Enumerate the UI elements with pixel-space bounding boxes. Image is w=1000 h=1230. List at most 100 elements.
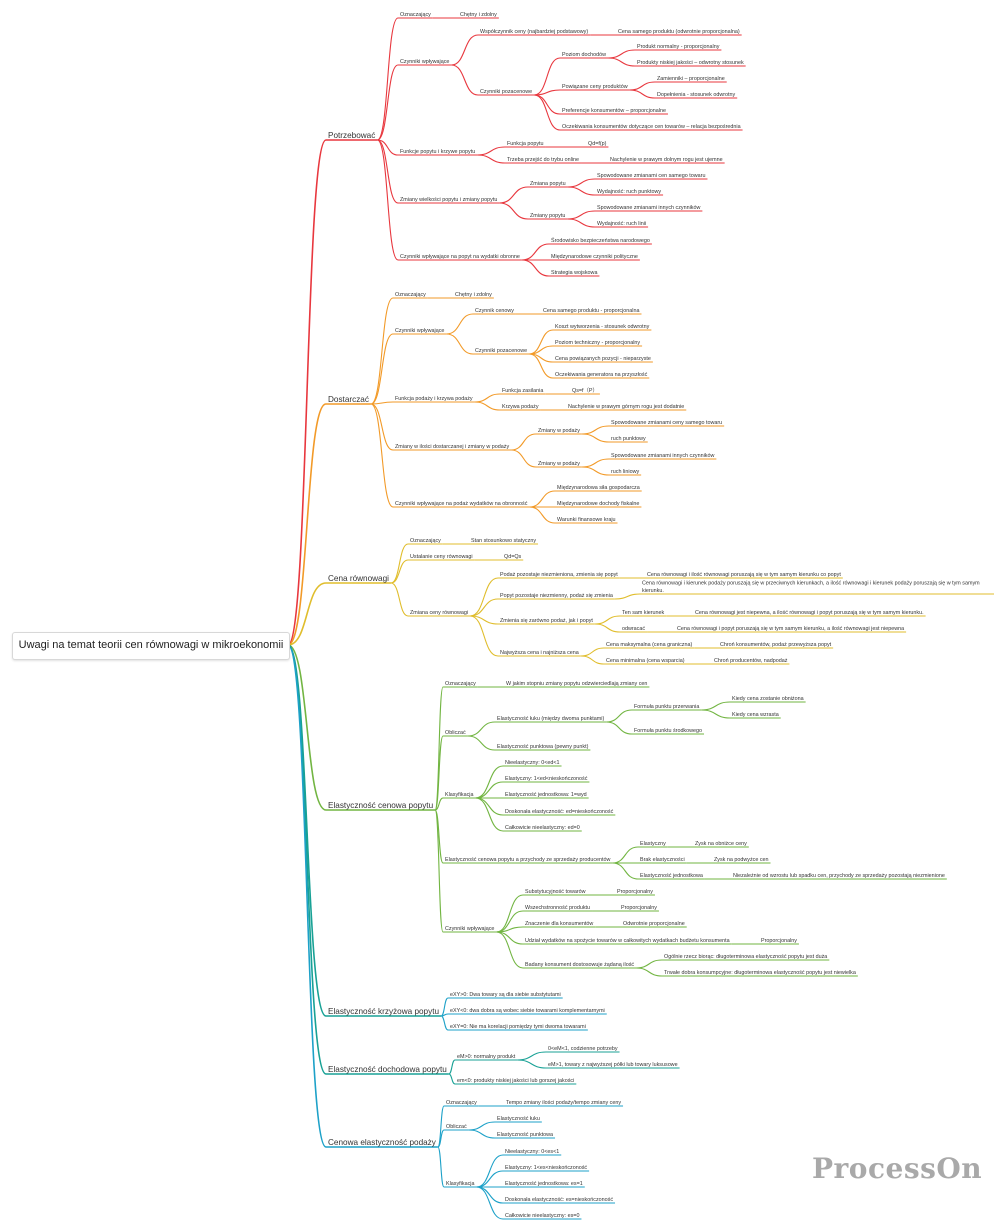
topic-d3[interactable]: Funkcja podaży i krzywa podaży bbox=[395, 396, 473, 402]
topic-c3c1[interactable]: Ten sam kierunek bbox=[622, 610, 665, 616]
topic-x1[interactable]: eXY>0: Dwa towary są dla siebie substytu… bbox=[450, 992, 561, 998]
topic-p3a[interactable]: Funkcja popytu bbox=[507, 141, 544, 147]
topic-e1a[interactable]: W jakim stopniu zmiany popytu odzwiercie… bbox=[506, 681, 647, 687]
topic-p5a[interactable]: Środowisko bezpieczeństwa narodowego bbox=[551, 236, 650, 244]
topic-d4[interactable]: Zmiany w ilości dostarczanej i zmiany w … bbox=[395, 444, 509, 450]
topic-p2b[interactable]: Czynniki pozacenowe bbox=[480, 89, 532, 95]
topic-d4a[interactable]: Zmiany w podaży bbox=[538, 428, 580, 434]
topic-e2[interactable]: Obliczać bbox=[445, 730, 466, 736]
topic-d1[interactable]: Oznaczający bbox=[395, 292, 426, 298]
topic-c3a1[interactable]: Cena równowagi i ilość równowagi porusza… bbox=[647, 572, 841, 578]
topic-e3e[interactable]: Całkowicie nieelastyczny: ed=0 bbox=[505, 825, 580, 831]
topic-p4a[interactable]: Zmiana popytu bbox=[530, 181, 566, 187]
topic-p1a[interactable]: Chętny i zdolny bbox=[460, 12, 497, 18]
topic-c3c1a[interactable]: Cena równowagi jest niepewna, a ilość ró… bbox=[695, 610, 924, 616]
topic-s3b[interactable]: Elastyczny: 1<es<nieskończoność bbox=[505, 1165, 587, 1171]
topic-p2b1a[interactable]: Produkt normalny - proporcjonalny bbox=[637, 44, 720, 50]
topic-e5[interactable]: Czynniki wpływające bbox=[445, 926, 494, 932]
topic-e5b[interactable]: Wszechstronność produktu bbox=[525, 905, 590, 911]
topic-e2a1[interactable]: Formuła punktu przerwania bbox=[634, 704, 699, 710]
topic-d2a[interactable]: Czynnik cenowy bbox=[475, 308, 514, 314]
topic-s2a[interactable]: Elastyczność łuku bbox=[497, 1116, 540, 1122]
topic-e3d[interactable]: Doskonała elastyczność: ed=nieskończonoś… bbox=[505, 809, 614, 815]
topic-p3b1[interactable]: Nachylenie w prawym dolnym rogu jest uje… bbox=[610, 157, 723, 163]
topic-c3d1[interactable]: Cena maksymalna (cena graniczna) bbox=[606, 642, 692, 648]
topic-e[interactable]: Elastyczność cenowa popytu bbox=[328, 801, 434, 810]
topic-s3[interactable]: Klasyfikacja bbox=[446, 1181, 474, 1187]
topic-e4a[interactable]: Elastyczny bbox=[640, 841, 666, 847]
topic-s3a[interactable]: Nieelastyczny: 0<es<1 bbox=[505, 1149, 559, 1155]
topic-p5b[interactable]: Międzynarodowe czynniki polityczne bbox=[551, 254, 638, 260]
topic-x[interactable]: Elastyczność krzyżowa popytu bbox=[328, 1007, 439, 1016]
topic-c3d2[interactable]: Cena minimalna (cena wsparcia) bbox=[606, 658, 685, 664]
topic-p2b1[interactable]: Poziom dochodów bbox=[562, 52, 606, 58]
topic-e3b[interactable]: Elastyczny: 1<ed<nieskończoność bbox=[505, 776, 588, 782]
topic-m1[interactable]: eM>0: normalny produkt bbox=[457, 1054, 516, 1060]
topic-p2b3[interactable]: Preferencje konsumentów – proporcjonalne bbox=[562, 108, 666, 114]
topic-p4b[interactable]: Zmiany popytu bbox=[530, 213, 565, 219]
topic-p5c[interactable]: Strategia wojskowa bbox=[551, 270, 597, 276]
topic-d2[interactable]: Czynniki wpływające bbox=[395, 328, 444, 334]
topic-d1a[interactable]: Chętny i zdolny bbox=[455, 292, 492, 298]
topic-m1a[interactable]: 0<eM<1, codzienne potrzeby bbox=[548, 1046, 618, 1052]
topic-e5e[interactable]: Badany konsument dostosowuje żądaną iloś… bbox=[525, 962, 634, 968]
topic-e4a1[interactable]: Zysk na obniżce ceny bbox=[695, 841, 747, 847]
topic-d5b[interactable]: Międzynarodowe dochody fiskalne bbox=[557, 501, 639, 507]
topic-p2a1[interactable]: Cena samego produktu (odwrotnie proporcj… bbox=[618, 29, 740, 35]
topic-m[interactable]: Elastyczność dochodowa popytu bbox=[328, 1065, 447, 1074]
topic-c3[interactable]: Zmiana ceny równowagi bbox=[410, 610, 468, 616]
topic-d2b[interactable]: Czynniki pozacenowe bbox=[475, 348, 527, 354]
topic-p2[interactable]: Czynniki wpływające bbox=[400, 59, 449, 65]
topic-d[interactable]: Dostarczać bbox=[328, 395, 369, 404]
topic-d2a1[interactable]: Cena samego produktu - proporcjonalna bbox=[543, 308, 640, 314]
topic-e5b1[interactable]: Proporcjonalny bbox=[621, 905, 657, 911]
topic-p4[interactable]: Zmiany wielkości popytu i zmiany popytu bbox=[400, 197, 497, 203]
topic-s[interactable]: Cenowa elastyczność podaży bbox=[328, 1138, 437, 1147]
topic-e2b[interactable]: Elastyczność punktowa (pewny punkt) bbox=[497, 744, 589, 750]
topic-p3b[interactable]: Trzeba przejść do trybu online bbox=[507, 157, 579, 163]
topic-p2b1b[interactable]: Produkty niskiej jakości – odwrotny stos… bbox=[637, 60, 744, 66]
topic-d4b2[interactable]: ruch liniowy bbox=[611, 469, 639, 475]
topic-e3c[interactable]: Elastyczność jednostkowa: 1=wyd bbox=[505, 792, 587, 798]
topic-c3b1[interactable]: Cena równowagi i kierunek podaży porusza… bbox=[642, 580, 980, 594]
topic-p1[interactable]: Oznaczający bbox=[400, 12, 431, 18]
topic-e4c[interactable]: Elastyczność jednostkowa bbox=[640, 873, 703, 879]
topic-e2a[interactable]: Elastyczność łuku (między dwoma punktami… bbox=[497, 716, 604, 722]
topic-e3a[interactable]: Nieelastyczny: 0<ed<1 bbox=[505, 760, 560, 766]
topic-d2b3[interactable]: Cena powiązanych pozycji - nieparzyste bbox=[555, 356, 651, 362]
topic-m2[interactable]: em<0: produkty niskiej jakości lub gorsz… bbox=[457, 1078, 574, 1084]
topic-d4a1[interactable]: Spowodowane zmianami ceny samego towaru bbox=[611, 420, 722, 426]
topic-e2a2[interactable]: Formuła punktu środkowego bbox=[634, 728, 702, 734]
topic-c3c2a[interactable]: Cena równowagi i popyt poruszają się w t… bbox=[677, 626, 904, 632]
topic-e4[interactable]: Elastyczność cenowa popytu a przychody z… bbox=[445, 857, 611, 863]
topic-s1a[interactable]: Tempo zmiany ilości podaży/tempo zmiany … bbox=[506, 1100, 621, 1106]
topic-c[interactable]: Cena równowagi bbox=[328, 574, 389, 583]
topic-e4b[interactable]: Brak elastyczności bbox=[640, 857, 685, 863]
topic-m1b[interactable]: eM>1, towary z najwyższej półki lub towa… bbox=[548, 1062, 678, 1068]
topic-e5d[interactable]: Udział wydatków na spożycie towarów w ca… bbox=[525, 938, 730, 944]
topic-d5c[interactable]: Warunki finansowe kraju bbox=[557, 517, 616, 523]
topic-s2b[interactable]: Elastyczność punktowa bbox=[497, 1132, 553, 1138]
topic-c3c[interactable]: Zmienia się zarówno podaż, jak i popyt bbox=[500, 618, 593, 624]
topic-p2b2a[interactable]: Zamienniki – proporcjonalne bbox=[657, 76, 725, 82]
topic-d4b[interactable]: Zmiany w podaży bbox=[538, 461, 580, 467]
root-topic[interactable]: Uwagi na temat teorii cen równowagi w mi… bbox=[12, 632, 290, 660]
topic-c2[interactable]: Ustalanie ceny równowagi bbox=[410, 554, 473, 560]
topic-d2b4[interactable]: Oczekiwania generatora na przyszłość bbox=[555, 372, 648, 378]
topic-e4b1[interactable]: Zysk na podwyżce cen bbox=[714, 857, 769, 863]
topic-c3d1a[interactable]: Chroń konsumentów, podaż przewyższa popy… bbox=[720, 642, 832, 648]
topic-p2b2b[interactable]: Dopełnienia - stosunek odwrotny bbox=[657, 92, 736, 98]
topic-p3a1[interactable]: Qd=f(p) bbox=[588, 141, 607, 147]
topic-e5a[interactable]: Substytucyjność towarów bbox=[525, 889, 586, 895]
topic-c3a[interactable]: Podaż pozostaje niezmieniona, zmienia si… bbox=[500, 572, 618, 578]
topic-c3d2a[interactable]: Chroń producentów, nadpodaż bbox=[714, 658, 788, 664]
topic-e3[interactable]: Klasyfikacja bbox=[445, 792, 473, 798]
topic-e2a1b[interactable]: Kiedy cena wzrasta bbox=[732, 712, 779, 718]
topic-e4c1[interactable]: Niezależnie od wzrostu lub spadku cen, p… bbox=[733, 873, 945, 879]
topic-c3c2[interactable]: odwracać bbox=[622, 626, 645, 632]
topic-p4b1[interactable]: Spowodowane zmianami innych czynników bbox=[597, 205, 700, 211]
topic-c2a[interactable]: Qd=Qs bbox=[504, 554, 522, 560]
topic-c1[interactable]: Oznaczający bbox=[410, 538, 441, 544]
topic-p2b4[interactable]: Oczekiwania konsumentów dotyczące cen to… bbox=[562, 124, 741, 130]
topic-e5e2[interactable]: Trwałe dobra konsumpcyjne: długoterminow… bbox=[664, 970, 856, 976]
